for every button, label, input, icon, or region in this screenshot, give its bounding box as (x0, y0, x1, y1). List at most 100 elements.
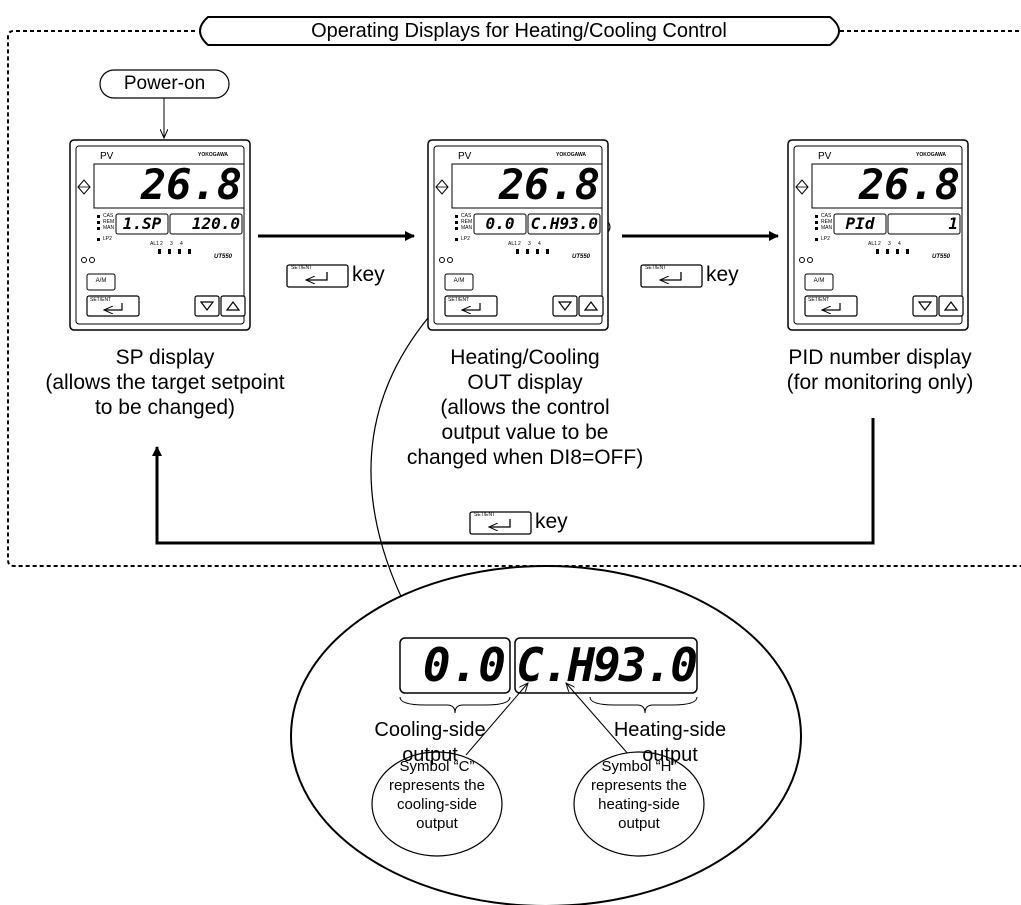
panel-1-down-arrow-icon (199, 301, 215, 311)
panel-1-pv-label: PV (100, 151, 114, 162)
power-on-label: Power-on (123, 73, 206, 94)
panel-3-down-button (912, 295, 938, 317)
panel-3-bezel (793, 145, 963, 325)
panel-3-brand: YOKOGAWA (916, 152, 947, 158)
panel-3-sp-left: PId (845, 214, 875, 233)
panel-2-status-led (455, 215, 458, 218)
panel-1-status-led (97, 221, 100, 224)
panel-3-alarm-label: 4 (898, 241, 901, 247)
panel-3-sp-left-window (833, 213, 887, 235)
panel-3-status-led (815, 215, 818, 218)
panel-2-alarm-led (536, 249, 539, 254)
panel-2-sp-right: C.H93.0 (530, 214, 598, 233)
panel-2-sp-right-window (527, 213, 601, 235)
zoom-value-left: 0.0 (422, 638, 506, 692)
panel-3-alarm-label: AL1 (868, 241, 877, 247)
set-ent-text-2: SET/ENT (645, 265, 667, 271)
title-box (199, 16, 840, 46)
panel-1-brand: YOKOGAWA (198, 152, 229, 158)
panel-1-enter-icon (104, 303, 123, 310)
panel-1-status-label: REM (103, 219, 115, 225)
panel-3-status-label: MAN (821, 225, 833, 231)
panel-2-up-button (578, 295, 604, 317)
panel-3-up-arrow-icon (943, 301, 959, 311)
panel-2-alarm-label: 2 (518, 241, 521, 247)
cooling-side-label: Cooling-side output (374, 719, 486, 766)
panel-3-lp2-label: LP2 (821, 236, 830, 242)
panel-2-alarm-led (516, 249, 519, 254)
symbol-c-ellipse (371, 751, 503, 857)
panel-3-model: UT550 (932, 254, 951, 260)
panel-3-set-ent-label[interactable]: SET/ENT (808, 297, 830, 303)
set-ent-key-icon-3 (469, 511, 532, 535)
panel-2-set-ent-label[interactable]: SET/ENT (448, 297, 470, 303)
panel-2-up-arrow-icon (583, 301, 599, 311)
panel-3-status-label: REM (821, 219, 833, 225)
panel-1-alarm-label: 4 (180, 241, 183, 247)
set-ent-key-icon-2 (640, 264, 703, 288)
panel-2-pv-value: 26.8 (498, 160, 600, 209)
panel-3-pv-window (811, 163, 963, 209)
panel-2-alarm-label: 4 (538, 241, 541, 247)
panel-2-am-button (444, 273, 474, 291)
panel-2-sp-left-window (473, 213, 527, 235)
panel-1-lp2-label: LP2 (103, 236, 112, 242)
heating-side-label: Heating-side output (613, 719, 727, 766)
panel-2-am-label[interactable]: A/M (453, 278, 465, 284)
panel-3-alarm-led (906, 249, 909, 254)
panel-3-alarm-led (886, 249, 889, 254)
panel-1-status-label: CAS (103, 213, 114, 219)
panel-3-pv-label: PV (818, 151, 832, 162)
panel-3-status-led (815, 227, 818, 230)
panel-1-lamp (81, 257, 87, 263)
panel-1-alarm-led (158, 249, 161, 254)
panel-3-am-label[interactable]: A/M (813, 278, 825, 284)
heating-brace (589, 696, 698, 714)
panel-3-down-arrow-icon (917, 301, 933, 311)
key-label-2: key (706, 263, 739, 286)
panel-2-lamp (439, 257, 445, 263)
panel-2-enter-icon (462, 303, 481, 310)
panel-1-status-label: MAN (103, 225, 115, 231)
panel-1-alarm-label: AL1 (150, 241, 159, 247)
panel-2-bezel (433, 145, 603, 325)
set-ent-text-3: SET/ENT (474, 512, 496, 518)
panel-1-alarm-label: 2 (160, 241, 163, 247)
symbol-h-ellipse (573, 751, 705, 857)
panel-2-status-label: MAN (461, 225, 473, 231)
panel-3-sp-right: 1 (948, 214, 958, 233)
panel-3-status-led (815, 221, 818, 224)
panel-1-set-ent-label[interactable]: SET/ENT (90, 297, 112, 303)
panel-1-status-led (97, 227, 100, 230)
symbol-c-text: Symbol “C” represents the cooling-side o… (389, 758, 485, 832)
panel-1-down-button (194, 295, 220, 317)
pointer-h (566, 683, 630, 756)
panel-3-pv-value: 26.8 (858, 160, 960, 209)
arrow-return (152, 418, 875, 545)
panel-2-alarm-led (526, 249, 529, 254)
key-label-1: key (352, 263, 385, 286)
page-title: Operating Displays for Heating/Cooling C… (311, 20, 727, 42)
panel-3-lamp (799, 257, 805, 263)
key-label-3: key (535, 510, 568, 533)
caption-out-display: Heating/Cooling OUT display (allows the … (406, 346, 644, 469)
panel-1-am-button (86, 273, 116, 291)
panel-1-alarm-led (178, 249, 181, 254)
panel-3-am-button (804, 273, 834, 291)
panel-1-lp2-led (97, 238, 100, 241)
panel-1-am-label[interactable]: A/M (95, 278, 107, 284)
panel-1-sp-right-window (169, 213, 243, 235)
set-ent-key-icon-1 (286, 264, 349, 288)
panel-2-alarm-label: 3 (528, 241, 531, 247)
panel-2-sp-left: 0.0 (485, 214, 515, 233)
panel-3-set-ent-button (804, 295, 858, 317)
zoom-value-right: C.H93.0 (516, 638, 698, 692)
zoom-display-right (514, 637, 698, 694)
panel-1-alarm-led (188, 249, 191, 254)
caption-pid-display: PID number display (for monitoring only) (786, 346, 974, 394)
panel-1-sp-left-window (115, 213, 169, 235)
panel-1-model: UT550 (214, 254, 233, 260)
panel-3-alarm-label: 2 (878, 241, 881, 247)
dashed-frame (7, 30, 1021, 567)
